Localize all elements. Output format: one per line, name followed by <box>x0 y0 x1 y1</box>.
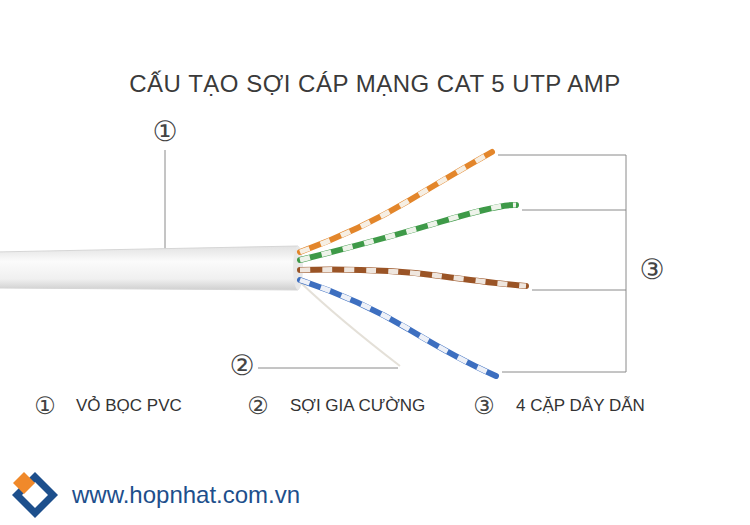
leader-line <box>165 150 166 252</box>
leader-line <box>258 368 398 369</box>
logo-mark <box>12 472 58 518</box>
callout-number: ② <box>229 351 254 382</box>
website-watermark: www.hopnhat.com.vn <box>72 482 300 508</box>
callout-number: ③ <box>473 393 495 419</box>
callout-number: ② <box>247 393 269 419</box>
brown-white-wire <box>300 270 526 286</box>
brown-pair <box>300 270 526 286</box>
callout-number: ① <box>34 393 56 419</box>
callout-number: ③ <box>639 255 664 286</box>
blue-pair <box>300 280 496 376</box>
part-name: SỢI GIA CƯỜNG <box>290 397 425 416</box>
diagram-title: CẤU TẠO SỢI CÁP MẠNG CAT 5 UTP AMP <box>129 71 620 97</box>
ripcord <box>300 282 400 366</box>
blue-white-wire <box>300 280 496 376</box>
pairs-bracket <box>498 155 626 372</box>
callout-number: ① <box>152 117 177 148</box>
part-name: VỎ BỌC PVC <box>76 397 182 416</box>
pvc-jacket <box>0 246 301 290</box>
green-white-wire <box>300 205 516 260</box>
part-name: 4 CẶP DÂY DẪN <box>516 397 645 416</box>
green-pair <box>300 205 516 260</box>
